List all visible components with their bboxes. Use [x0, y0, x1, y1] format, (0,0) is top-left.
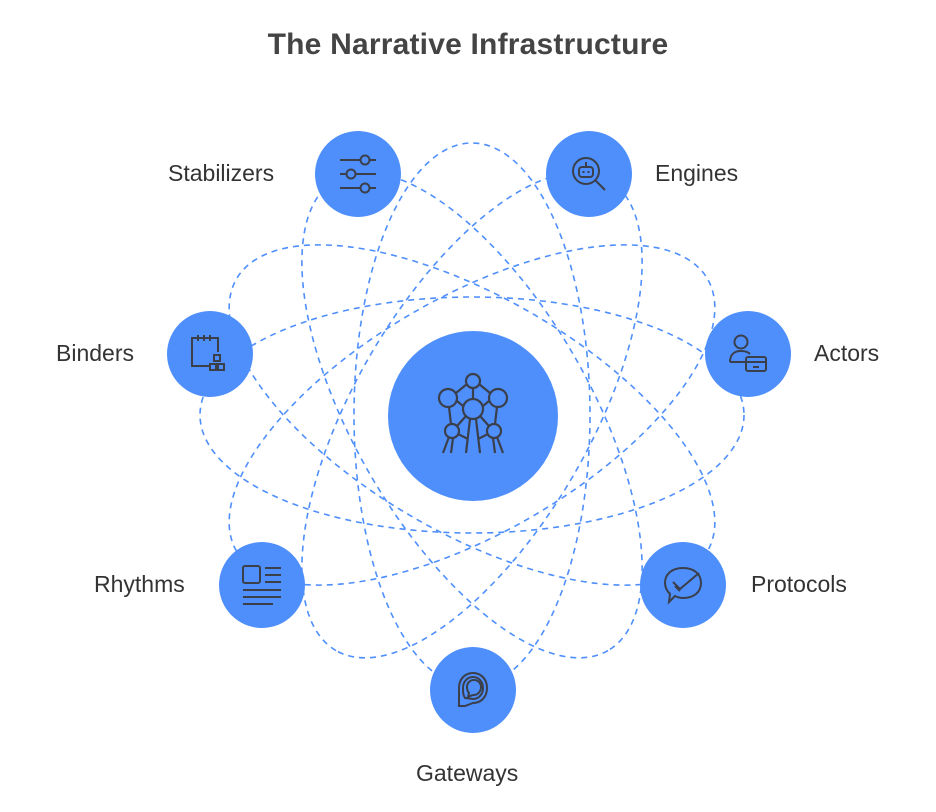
node-engines[interactable]	[546, 131, 632, 217]
label-engines: Engines	[655, 160, 739, 186]
label-stabilizers: Stabilizers	[168, 160, 275, 186]
calendar-blocks-icon	[191, 335, 225, 371]
node-gateways[interactable]	[430, 647, 516, 733]
orbit-ellipse-3	[301, 171, 643, 659]
center-node	[388, 331, 558, 501]
article-layout-icon	[242, 565, 281, 605]
robot-search-icon	[572, 157, 606, 191]
user-card-icon	[729, 334, 767, 372]
label-actors: Actors	[814, 340, 880, 366]
label-binders: Binders	[56, 340, 134, 366]
node-protocols[interactable]	[640, 542, 726, 628]
label-protocols: Protocols	[751, 571, 847, 597]
chat-check-icon	[663, 566, 703, 605]
chat-bubbles-icon	[458, 671, 489, 707]
atomium-structure-icon	[437, 372, 509, 454]
label-rhythms: Rhythms	[94, 571, 185, 597]
sliders-icon	[340, 154, 376, 194]
node-binders[interactable]	[167, 311, 253, 397]
node-stabilizers[interactable]	[315, 131, 401, 217]
node-rhythms[interactable]	[219, 542, 305, 628]
orbit-ellipse-1	[199, 296, 745, 534]
label-gateways: Gateways	[416, 760, 519, 786]
orbit-ellipse-5	[301, 171, 643, 659]
diagram-title: The Narrative Infrastructure	[267, 28, 669, 61]
node-actors[interactable]	[705, 311, 791, 397]
